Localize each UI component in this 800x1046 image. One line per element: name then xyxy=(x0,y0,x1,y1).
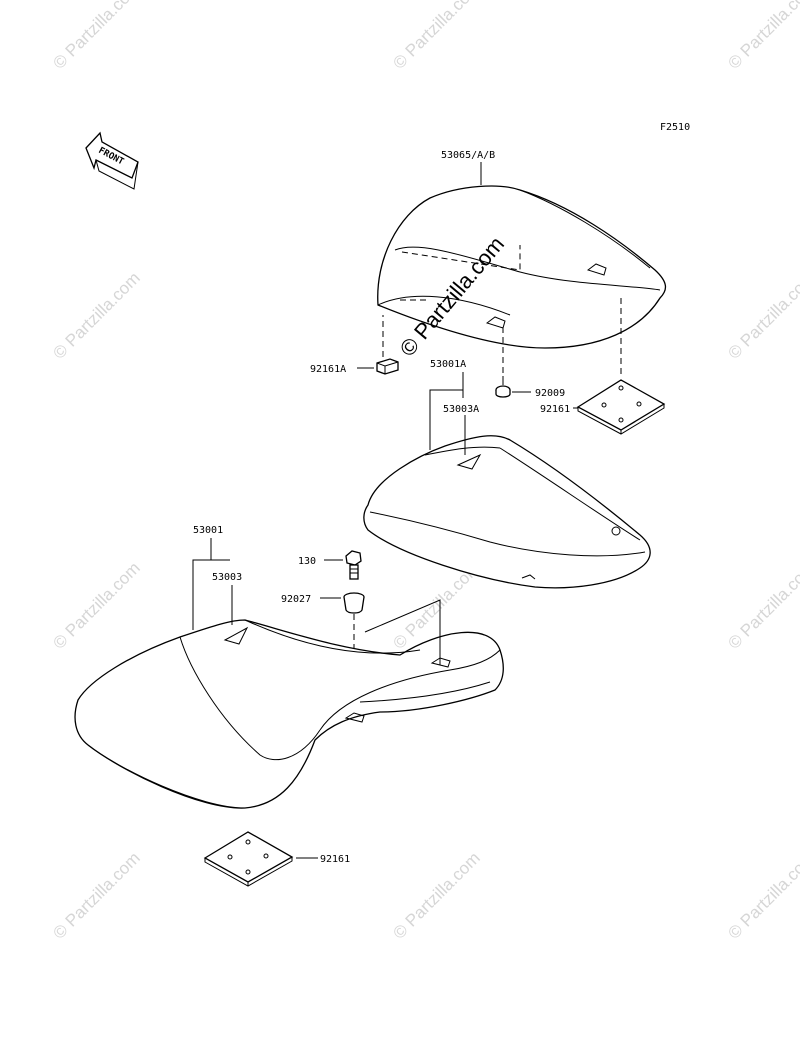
part-labels: 53065/A/B 92161A 53001A 92009 53003A 921… xyxy=(193,150,570,865)
part-label-130: 130 xyxy=(298,556,316,567)
rear-seat-53001A xyxy=(363,435,651,589)
part-label-53065: 53065/A/B xyxy=(441,150,495,161)
screw-92009 xyxy=(495,327,511,398)
part-label-53003A: 53003A xyxy=(443,404,479,415)
part-label-92161-top: 92161 xyxy=(540,404,570,415)
part-label-92161-bottom: 92161 xyxy=(320,854,350,865)
part-label-92009: 92009 xyxy=(535,388,565,399)
bolt-130 xyxy=(345,550,362,580)
part-label-92161A: 92161A xyxy=(310,364,346,375)
pad-92161A xyxy=(376,315,399,375)
watermark: © Partzilla.com xyxy=(49,848,143,942)
part-label-53001: 53001 xyxy=(193,525,223,536)
figure-code: F2510 xyxy=(660,122,690,133)
front-arrow-icon: FRONT xyxy=(85,131,139,190)
watermark: © Partzilla.com xyxy=(724,558,800,652)
part-label-53003: 53003 xyxy=(212,572,242,583)
watermark: © Partzilla.com xyxy=(724,848,800,942)
main-seat-53001 xyxy=(74,619,504,809)
watermark: © Partzilla.com xyxy=(389,0,483,73)
plate-92161-bottom xyxy=(203,831,294,887)
part-label-92027: 92027 xyxy=(281,594,311,605)
watermark: © Partzilla.com xyxy=(49,268,143,362)
watermark: © Partzilla.com xyxy=(724,0,800,73)
part-label-53001A: 53001A xyxy=(430,359,466,370)
watermark: © Partzilla.com xyxy=(49,558,143,652)
watermark: © Partzilla.com xyxy=(724,268,800,362)
leader-lines xyxy=(192,162,578,859)
plate-92161-top xyxy=(576,298,666,435)
seat-cover-53065 xyxy=(377,185,667,349)
watermark: © Partzilla.com xyxy=(49,0,143,73)
watermark: © Partzilla.com xyxy=(389,848,483,942)
